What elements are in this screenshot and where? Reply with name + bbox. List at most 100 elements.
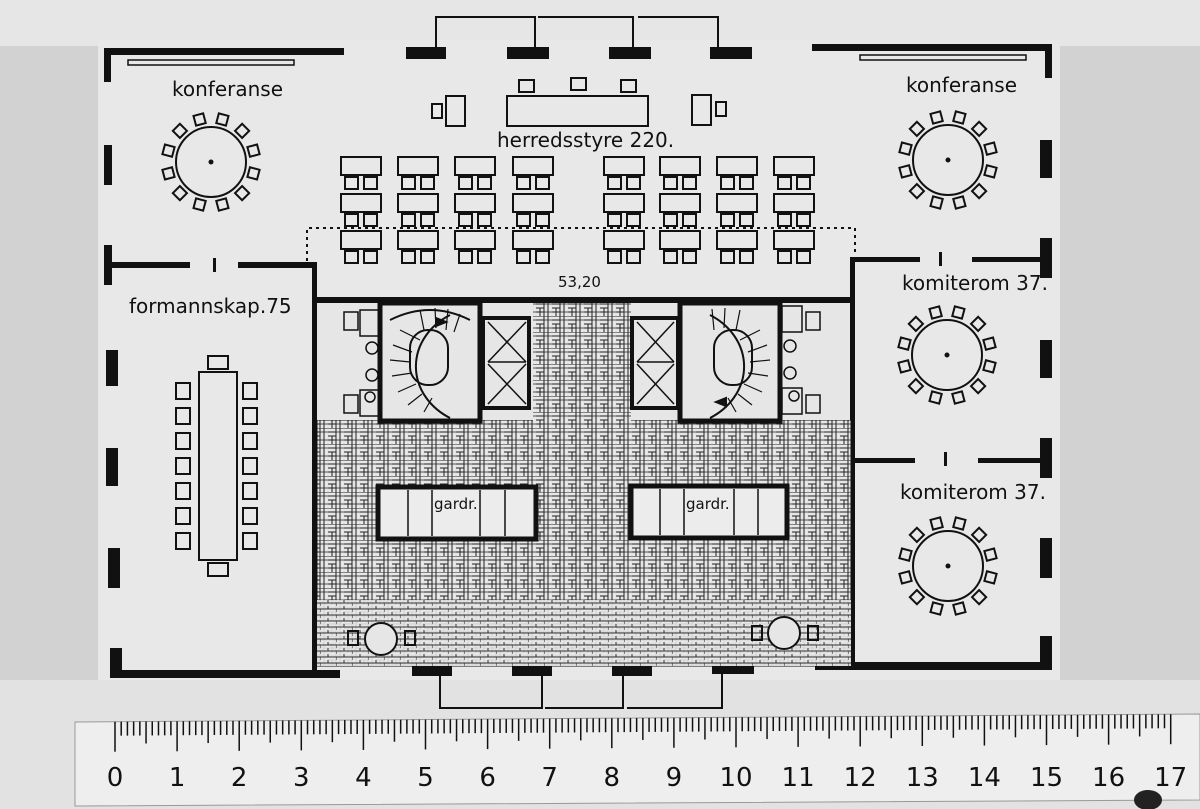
chair [929,195,944,210]
chair [928,305,943,320]
chair [171,122,189,140]
chair [175,432,191,450]
executive-committee-table [175,355,258,577]
chair [951,390,966,405]
chair [929,516,944,531]
wardrobe-counters [375,483,790,542]
chair [983,570,998,585]
chair [215,112,230,127]
ruler-number: 9 [666,763,683,793]
chair [952,601,967,616]
ruler-number: 7 [541,763,558,793]
chair [982,359,997,374]
council-desk [512,156,554,190]
chair [242,457,258,475]
north-porch [435,16,719,52]
label-wardrobe-right: gardr. [686,495,730,513]
chair [907,377,925,395]
chair [983,164,998,179]
chair [242,507,258,525]
chair [233,122,251,140]
ruler-number: 11 [782,763,815,793]
top-band [0,0,1200,46]
south-porch [439,668,723,709]
council-desk [340,156,382,190]
chair [929,601,944,616]
chair [171,184,189,202]
stair-block-left [343,300,531,424]
chair [175,532,191,550]
chair [897,336,912,351]
chair [983,547,998,562]
ruler-number: 8 [604,763,621,793]
label-committee-room-2: komiterom 37. [900,480,1046,504]
council-desk [773,156,815,190]
council-desk [397,230,439,264]
council-desk [659,193,701,227]
label-council-hall: herredsstyre 220. [497,128,674,152]
council-desk [716,193,758,227]
council-desk [454,193,496,227]
ruler-number: 10 [719,763,752,793]
council-desk [397,193,439,227]
council-desk [773,230,815,264]
ruler-number: 0 [107,763,124,793]
ruler-number: 15 [1030,763,1063,793]
ruler-number: 5 [417,763,434,793]
round-table [898,110,998,210]
chair [242,482,258,500]
ruler-ticks [114,714,1172,752]
chair [192,112,207,127]
ruler-number: 2 [231,763,248,793]
council-desk [340,193,382,227]
chair [897,359,912,374]
ruler-number: 16 [1092,763,1125,793]
chair [175,482,191,500]
chair [175,407,191,425]
ruler-number: 1 [169,763,186,793]
chair [908,526,926,544]
ruler-number: 4 [355,763,372,793]
chair [246,166,261,181]
chair [242,407,258,425]
chair [951,305,966,320]
chair [970,182,988,200]
council-desk [340,230,382,264]
council-desk [397,156,439,190]
window-sills [127,54,1027,66]
label-executive-committee: formannskap.75 [129,294,292,318]
chair [192,197,207,212]
chair [982,336,997,351]
chair [970,120,988,138]
chair [175,507,191,525]
council-desk [603,230,645,264]
chair [242,432,258,450]
chair [175,382,191,400]
chair [898,547,913,562]
stair-block-right [630,300,821,424]
chair [983,141,998,156]
chair [161,166,176,181]
council-desk [603,193,645,227]
chair [246,143,261,158]
council-desk [716,156,758,190]
round-table [897,305,997,405]
council-desk [716,230,758,264]
ruler-number: 14 [968,763,1001,793]
chair [970,526,988,544]
chair [907,315,925,333]
partitions [110,252,1050,672]
ruler-number: 6 [479,763,496,793]
council-desks [340,156,815,264]
ruler-number: 12 [844,763,877,793]
corner-blot [1134,790,1162,809]
round-tables [161,110,998,616]
label-conference-left: konferanse [172,77,283,101]
label-conference-right: konferanse [906,73,1017,97]
round-table [161,112,261,212]
chair [970,588,988,606]
label-committee-room-1: komiterom 37. [902,271,1048,295]
